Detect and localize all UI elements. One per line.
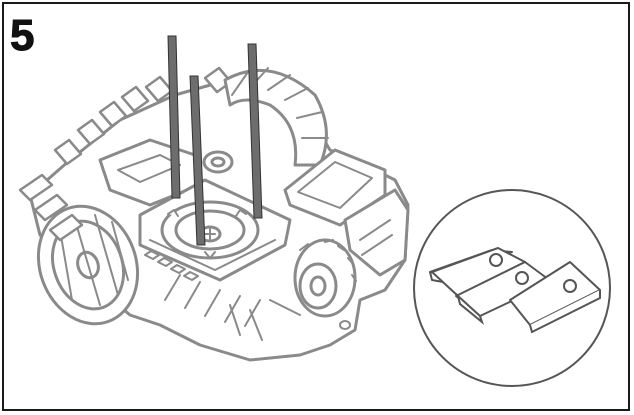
screwdriver-right [247,43,263,219]
screwdriver-left [167,35,181,199]
vent-slots [144,250,261,327]
front-caster-wheel [293,238,357,318]
wheel-tread-top [53,66,233,166]
screwdriver-tools [167,35,263,246]
blade-hole-3 [563,279,577,293]
screwdriver-middle [189,75,206,246]
rear-left-wheel [36,204,140,326]
blade-detail-callout [413,189,611,387]
side-tread [18,173,84,242]
blade-disc [160,200,260,260]
front-bracket [283,148,410,277]
blade-hole-1 [489,253,503,267]
step-number: 5 [9,11,35,60]
robot-mower-illustration [18,66,410,362]
top-hub [202,150,234,174]
blade-hole-2 [515,271,529,285]
